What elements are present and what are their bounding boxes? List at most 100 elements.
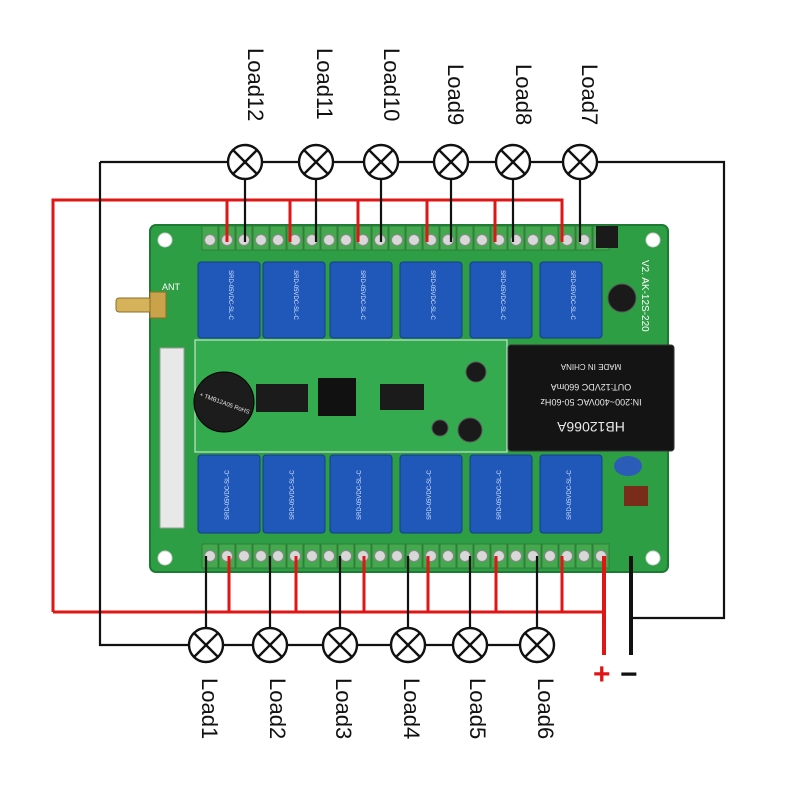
capacitor-small xyxy=(431,419,449,437)
load-label-top-4: Load9 xyxy=(443,64,468,126)
terminal-screw-top-5 xyxy=(272,234,284,246)
relay-top-2: SRD-05VDC-SL-C xyxy=(262,261,326,339)
relay-bottom-text: SRD-05VDC-SL-C xyxy=(225,470,231,520)
load-label-bottom-2: Load2 xyxy=(265,678,290,740)
lamp-cross-b xyxy=(438,149,464,175)
lamp-bottom-6 xyxy=(518,626,556,664)
terminal-screw-bottom-13 xyxy=(408,550,420,562)
antenna-label: ANT xyxy=(162,282,181,292)
load-label-top-5: Load8 xyxy=(511,64,536,126)
relay-top-text: SRD-05VDC-SL-C xyxy=(359,270,365,320)
lamp-bottom-4 xyxy=(389,626,427,664)
relay-top-body xyxy=(399,261,463,339)
psu-text-3: IN:200~400VAC 50-60Hz xyxy=(540,397,642,407)
terminal-screw-top-13 xyxy=(408,234,420,246)
load-label-bottom-1: Load1 xyxy=(197,678,222,740)
terminal-screw-bottom-19 xyxy=(510,550,522,562)
relay-bottom-body xyxy=(329,454,393,534)
relay-bottom-text: SRD-05VDC-SL-C xyxy=(290,470,296,520)
lamp-cross-b xyxy=(193,632,219,658)
lamp-bottom-5 xyxy=(451,626,489,664)
black-left-return xyxy=(98,162,186,647)
load-label-top-1: Load12 xyxy=(243,48,268,122)
lamp-bottom-1 xyxy=(187,626,225,664)
relay-board: SRD-05VDC-SL-C SRD-05VDC-SL-C SRD-05VDC-SL… xyxy=(115,224,675,573)
wire-layer-front xyxy=(186,160,633,655)
relay-bottom-6: SRD-05VDC-SL-C xyxy=(539,454,603,534)
lamp-top-2 xyxy=(297,143,335,181)
terminal-screw-bottom-11 xyxy=(374,550,386,562)
terminal-screw-bottom-23 xyxy=(578,550,590,562)
receiver-module xyxy=(159,347,185,529)
terminal-screw-top-23 xyxy=(578,234,590,246)
relay-top-3: SRD-05VDC-SL-C xyxy=(329,261,393,339)
relay-top-body xyxy=(469,261,533,339)
terminal-screw-bottom-5 xyxy=(272,550,284,562)
relay-bottom-3: SRD-05VDC-SL-C xyxy=(329,454,393,534)
terminal-screw-top-1 xyxy=(204,234,216,246)
antenna-base xyxy=(149,291,167,319)
terminal-screw-bottom-12 xyxy=(391,550,403,562)
terminal-screw-bottom-21 xyxy=(544,550,556,562)
relay-bottom-text: SRD-05VDC-SL-C xyxy=(427,470,433,520)
load-label-bottom-4: Load4 xyxy=(399,678,424,740)
lamp-bottom-3 xyxy=(321,626,359,664)
psu-text-1: MADE IN CHINA xyxy=(560,362,621,371)
load-label-top-2: Load11 xyxy=(312,48,337,120)
lamp-cross-b xyxy=(257,632,283,658)
relay-top-text: SRD-05VDC-SL-C xyxy=(569,270,575,320)
terminal-screw-bottom-3 xyxy=(238,550,250,562)
lamp-top-1 xyxy=(226,143,264,181)
relay-top-body xyxy=(329,261,393,339)
terminal-screw-top-17 xyxy=(476,234,488,246)
capacitor-blue xyxy=(614,456,642,476)
capacitor-center xyxy=(465,361,487,383)
mounting-hole-4 xyxy=(645,550,661,566)
terminal-screw-bottom-7 xyxy=(306,550,318,562)
terminal-screw-bottom-9 xyxy=(340,550,352,562)
mcu-chip xyxy=(318,378,356,416)
relay-bottom-body xyxy=(399,454,463,534)
terminal-screw-bottom-8 xyxy=(323,550,335,562)
relay-top-text: SRD-05VDC-SL-C xyxy=(499,270,505,320)
capacitor-top-right xyxy=(607,283,637,313)
lamp-top-4 xyxy=(432,143,470,181)
lamp-top-3 xyxy=(362,143,400,181)
terminal-screw-top-21 xyxy=(544,234,556,246)
lamp-cross-b xyxy=(232,149,258,175)
relay-bottom-body xyxy=(539,454,603,534)
relay-bottom-2: SRD-05VDC-SL-C xyxy=(262,454,326,534)
buzzer xyxy=(193,371,255,433)
ic-right xyxy=(380,384,424,410)
relay-top-1: SRD-05VDC-SL-C xyxy=(197,261,261,339)
relay-top-text: SRD-05VDC-SL-C xyxy=(227,270,233,320)
lamp-top-6 xyxy=(561,143,599,181)
capacitor-center-2 xyxy=(457,417,483,443)
lamp-bottom-2 xyxy=(251,626,289,664)
psu-text-4: HB12066A xyxy=(556,419,624,435)
relay-bottom-body xyxy=(197,454,261,534)
switch-top-right xyxy=(596,226,618,248)
relay-bottom-5: SRD-05VDC-SL-C xyxy=(469,454,533,534)
lamp-cross-b xyxy=(303,149,329,175)
lamp-top-5 xyxy=(494,143,532,181)
terminal-screw-bottom-4 xyxy=(255,550,267,562)
terminal-screw-bottom-20 xyxy=(527,550,539,562)
relay-bottom-4: SRD-05VDC-SL-C xyxy=(399,454,463,534)
relay-top-body xyxy=(539,261,603,339)
terminal-screw-bottom-2 xyxy=(221,550,233,562)
lamp-cross-b xyxy=(395,632,421,658)
relay-bottom-text: SRD-05VDC-SL-C xyxy=(497,470,503,520)
board-model-label: V2. AK-12S-220 xyxy=(639,260,650,332)
relay-bottom-body xyxy=(262,454,326,534)
terminal-screw-top-4 xyxy=(255,234,267,246)
mounting-hole-3 xyxy=(157,550,173,566)
lamp-cross-b xyxy=(368,149,394,175)
terminal-screw-bottom-1 xyxy=(204,550,216,562)
power-minus-label: − xyxy=(620,658,638,691)
relay-top-body xyxy=(197,261,261,339)
load-label-top-3: Load10 xyxy=(379,48,404,122)
load-label-bottom-3: Load3 xyxy=(331,678,356,740)
